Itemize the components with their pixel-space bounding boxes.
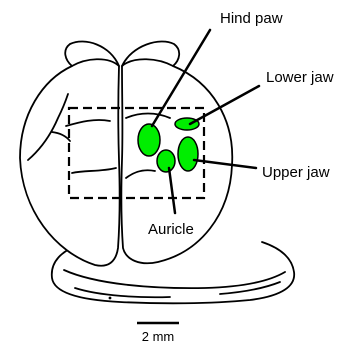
auricle-label: Auricle [148, 221, 194, 238]
hind-paw-region [138, 124, 160, 156]
upper-jaw-region [178, 137, 198, 171]
cerebellum-fold [75, 288, 170, 297]
hind-paw-label: Hind paw [220, 10, 283, 27]
cerebellum-speck [109, 297, 112, 300]
auricle-region [157, 150, 175, 172]
lower-jaw-label: Lower jaw [266, 69, 334, 86]
cerebellum-fold [64, 270, 285, 288]
scale-bar-label: 2 mm [142, 329, 175, 344]
upper-jaw-label: Upper jaw [262, 164, 330, 181]
